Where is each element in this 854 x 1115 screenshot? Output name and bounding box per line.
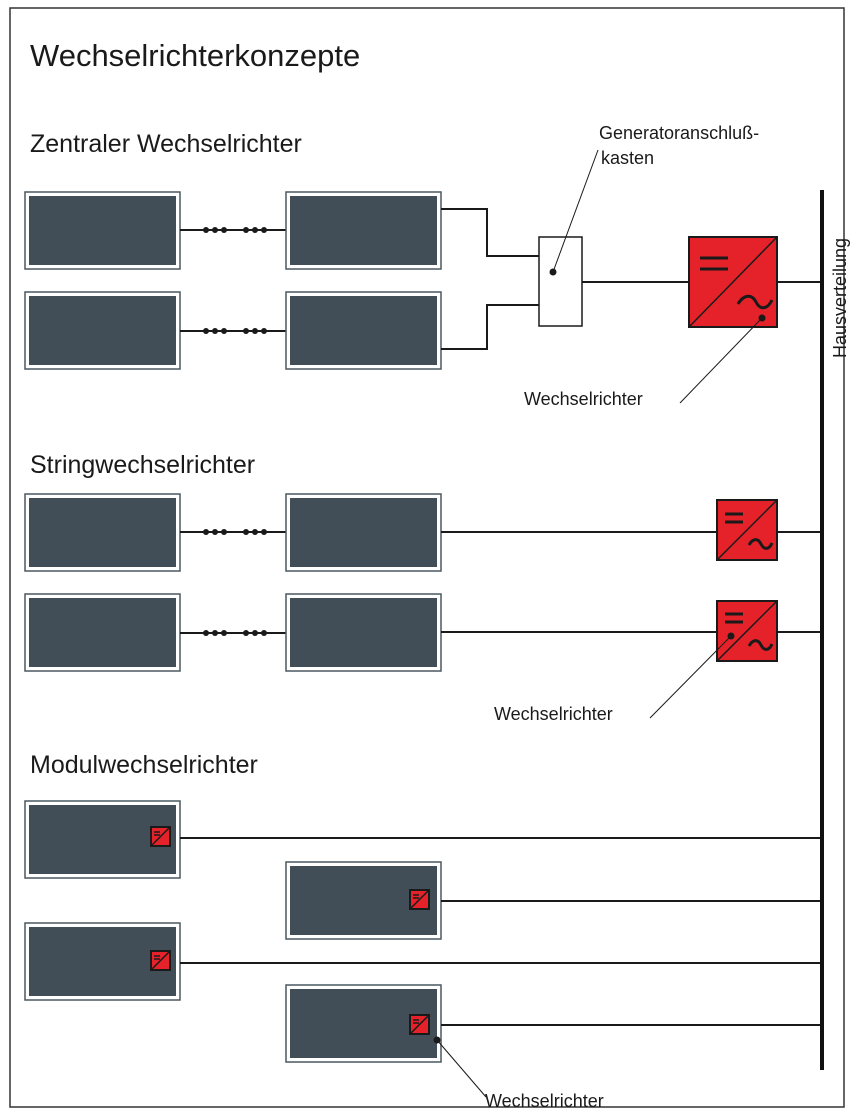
junction-box-label-line1: Generatoranschluß- [599,123,759,143]
string-continuation-dots [203,529,267,535]
solar-panel-face [290,498,437,567]
module-inverter-icon [150,826,171,847]
solar-panel-face [290,296,437,365]
string-continuation-dots [203,227,267,233]
diagram-title: Wechselrichterkonzepte [30,38,360,73]
string-inverter-label: Wechselrichter [494,704,613,724]
string-inverter-icon [716,499,778,561]
solar-panel-face [290,598,437,667]
string-row-2 [24,593,822,672]
module-inverter-icon [150,950,171,971]
string-continuation-dots [203,630,267,636]
section-heading-string: Stringwechselrichter [30,451,255,479]
module-inverter-leader-line [436,1039,487,1098]
solar-panel-face [29,296,176,365]
junction-box-leader-line [552,149,599,273]
central-inverter-leader-line [679,317,763,404]
module-inverter-label: Wechselrichter [485,1091,604,1111]
central-row-2 [24,291,442,370]
section-heading-central: Zentraler Wechselrichter [30,130,302,158]
house-distribution-label: Hausverteilung [830,238,850,358]
string-continuation-dots [203,328,267,334]
central-inverter-icon [688,236,778,328]
string-inverter-icon [716,600,778,662]
solar-panel-face [29,598,176,667]
module-row-1 [24,800,822,879]
module-inverter-icon [409,1014,430,1035]
module-row-2 [285,861,822,940]
section-heading-module: Modulwechselrichter [30,751,258,779]
solar-panel-face [290,196,437,265]
module-inverter-icon [409,889,430,910]
string-inverter-leader-line [649,635,732,719]
module-row-4 [285,984,822,1063]
central-row-1 [24,191,442,270]
junction-box-label-line2: kasten [601,148,654,168]
central-inverter-label: Wechselrichter [524,389,643,409]
string-2-to-junction-box-wire [441,304,539,350]
module-row-3 [24,922,822,1001]
solar-panel-face [29,498,176,567]
string-row-1 [24,493,822,572]
string-1-to-junction-box-wire [441,208,539,257]
solar-panel-face [29,196,176,265]
